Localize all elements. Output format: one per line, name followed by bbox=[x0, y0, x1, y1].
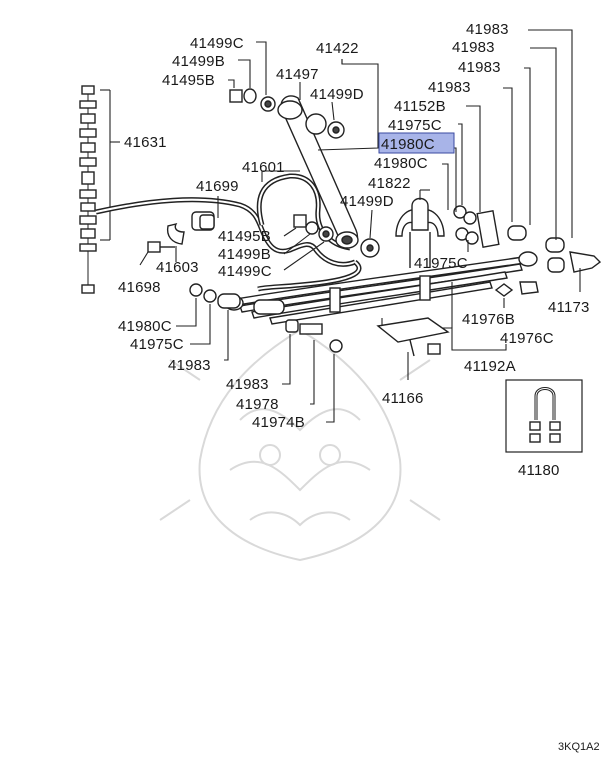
spring-plate-41166 bbox=[376, 317, 450, 380]
label-41152B[interactable]: 41152B bbox=[394, 98, 446, 115]
label-41983-2[interactable]: 41983 bbox=[452, 39, 495, 56]
label-41976B[interactable]: 41976B bbox=[462, 311, 515, 328]
label-41601[interactable]: 41601 bbox=[242, 159, 285, 176]
stabilizer-link-stack bbox=[79, 85, 120, 294]
label-41497[interactable]: 41497 bbox=[276, 66, 319, 83]
nut-group-top bbox=[228, 41, 276, 112]
washer-41499D-top bbox=[327, 101, 345, 139]
label-41975C-left[interactable]: 41975C bbox=[130, 336, 184, 353]
label-41699[interactable]: 41699 bbox=[196, 178, 239, 195]
rod-bushing-41497 bbox=[299, 82, 327, 135]
highlight-box-41980C bbox=[378, 132, 455, 154]
shackle-bolt-41978 bbox=[282, 319, 343, 423]
label-41495B-mid[interactable]: 41495B bbox=[218, 228, 271, 245]
lateral-rod bbox=[277, 59, 379, 249]
label-41980C-highlighted[interactable]: 41980C bbox=[381, 136, 435, 153]
label-41975C-lower[interactable]: 41975C bbox=[414, 255, 468, 272]
label-41983-3[interactable]: 41983 bbox=[458, 59, 501, 76]
label-41980C-right[interactable]: 41980C bbox=[374, 155, 428, 172]
label-41499B-mid[interactable]: 41499B bbox=[218, 246, 271, 263]
label-41422[interactable]: 41422 bbox=[316, 40, 359, 57]
label-41631[interactable]: 41631 bbox=[124, 134, 167, 151]
label-41974B[interactable]: 41974B bbox=[252, 414, 305, 431]
label-41499C-mid[interactable]: 41499C bbox=[218, 263, 272, 280]
label-41495B-top[interactable]: 41495B bbox=[162, 72, 215, 89]
spring-pad-41822 bbox=[395, 189, 445, 268]
label-41983-left[interactable]: 41983 bbox=[168, 357, 211, 374]
label-41976C[interactable]: 41976C bbox=[500, 330, 554, 347]
nut-group-mid bbox=[283, 214, 334, 271]
label-41822[interactable]: 41822 bbox=[368, 175, 411, 192]
watermark-emblem bbox=[159, 328, 441, 562]
pad-41976B bbox=[494, 281, 539, 308]
label-41499B-top[interactable]: 41499B bbox=[172, 53, 225, 70]
label-41499D-mid[interactable]: 41499D bbox=[340, 193, 394, 210]
label-41983-1[interactable]: 41983 bbox=[466, 21, 509, 38]
label-41499C-top[interactable]: 41499C bbox=[190, 35, 244, 52]
label-41180[interactable]: 41180 bbox=[518, 462, 560, 479]
label-41980C-left[interactable]: 41980C bbox=[118, 318, 172, 335]
bolt-41698 bbox=[139, 241, 175, 266]
leaf-spring bbox=[224, 251, 538, 351]
u-bolt-detail-box bbox=[505, 379, 583, 453]
label-41983-4[interactable]: 41983 bbox=[428, 79, 471, 96]
label-41173[interactable]: 41173 bbox=[548, 299, 590, 316]
diagram-code: 3KQ1A2 bbox=[558, 741, 600, 753]
part-labels: 41499C 41499B 41495B 41422 41497 41499D … bbox=[118, 21, 600, 753]
bar-bushing-41699 bbox=[191, 196, 219, 231]
label-41975C-right[interactable]: 41975C bbox=[388, 117, 442, 134]
right-leaders bbox=[442, 29, 581, 292]
label-41698[interactable]: 41698 bbox=[118, 279, 161, 296]
washer-41499D-mid bbox=[360, 209, 380, 258]
label-41978[interactable]: 41978 bbox=[236, 396, 279, 413]
stabilizer-bar bbox=[95, 170, 362, 292]
label-41192A[interactable]: 41192A bbox=[464, 358, 516, 375]
left-eye-hardware bbox=[176, 283, 285, 361]
label-41983-mid[interactable]: 41983 bbox=[226, 376, 269, 393]
label-41603[interactable]: 41603 bbox=[156, 259, 199, 276]
label-41499D-top[interactable]: 41499D bbox=[310, 86, 364, 103]
bar-bracket-41603 bbox=[166, 222, 185, 262]
label-41166[interactable]: 41166 bbox=[382, 390, 424, 407]
shackle-assembly bbox=[453, 205, 602, 273]
